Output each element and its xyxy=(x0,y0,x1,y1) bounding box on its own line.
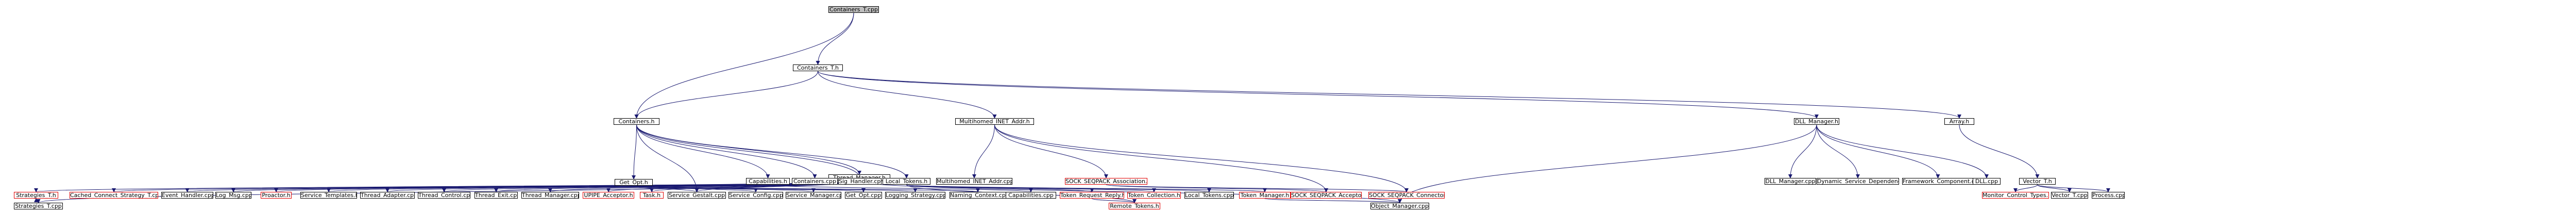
graph-node[interactable]: Naming_Context.cpp xyxy=(950,192,1006,199)
graph-node[interactable]: DLL_Manager.cpp xyxy=(1765,178,1816,185)
graph-node[interactable]: UPIPE_Acceptor.h xyxy=(583,192,634,199)
edge-n2-n11 xyxy=(636,124,909,178)
graph-node[interactable]: Cached_Connect_Strategy_T.cpp xyxy=(70,192,158,199)
edge-n18-n44 xyxy=(2013,184,2038,192)
graph-node[interactable]: Task.h xyxy=(640,192,664,199)
graph-node[interactable]: Containers_T.h xyxy=(793,64,843,71)
edge-n0-n2 xyxy=(634,12,854,119)
graph-node[interactable]: Log_Msg.cpp xyxy=(215,192,251,199)
edge-n1-n3 xyxy=(818,71,997,119)
edge-n4-n49 xyxy=(1398,124,1817,203)
graph-node[interactable]: Object_Manager.cpp xyxy=(1370,203,1429,209)
edge-n4-n15 xyxy=(1816,124,1860,178)
edge-n2-n10 xyxy=(636,124,862,178)
edge-n2-n7 xyxy=(632,124,637,180)
edge-n1-n2 xyxy=(634,71,818,119)
graph-node[interactable]: Capabilities.h xyxy=(746,178,790,185)
graph-node[interactable]: Remote_Tokens.h xyxy=(1109,203,1160,209)
graph-node[interactable]: Thread_Control.cpp xyxy=(418,192,470,199)
edge-n2-n9 xyxy=(636,124,817,178)
graph-node[interactable]: Framework_Component.cpp xyxy=(1902,178,1974,185)
graph-node[interactable]: Multihomed_INET_Addr.cpp xyxy=(936,178,1012,185)
edge-n3-n12 xyxy=(972,124,995,178)
graph-node[interactable]: SOCK_SEQPACK_Connector.h xyxy=(1368,192,1445,199)
graph-node[interactable]: Event_Handler.cpp xyxy=(161,192,213,199)
edge-n2-n8 xyxy=(636,124,770,178)
edge-n13-n42 xyxy=(1106,184,1328,192)
graph-node[interactable]: Thread_Adapter.cpp xyxy=(360,192,415,199)
edge-n18-n45 xyxy=(2037,184,2072,192)
graph-node[interactable]: Proactor.h xyxy=(261,192,292,199)
graph-node[interactable]: SOCK_SEQPACK_Association.h xyxy=(1065,178,1147,185)
graph-node[interactable]: Thread_Manager.cpp xyxy=(521,192,579,199)
graph-node[interactable]: SOCK_SEQPACK_Acceptor.h xyxy=(1291,192,1362,199)
graph-node[interactable]: Process.cpp xyxy=(2092,192,2125,199)
graph-node[interactable]: Strategies_T.h xyxy=(14,192,58,199)
graph-node[interactable]: Local_Tokens.cpp xyxy=(1184,192,1234,199)
edge-n2-n6 xyxy=(636,124,861,175)
graph-node[interactable]: Dynamic_Service_Dependency.cpp xyxy=(1817,178,1899,185)
graph-node[interactable]: Token_Manager.h xyxy=(1239,192,1291,199)
graph-node[interactable]: Sig_Handler.cpp xyxy=(838,178,882,185)
graph-node[interactable]: Service_Gestalt.cpp xyxy=(668,192,726,199)
edge-n3-n42 xyxy=(994,124,1328,192)
graph-node: Containers_T.cpp xyxy=(828,6,879,13)
graph-node[interactable]: Vector_T.cpp xyxy=(2051,192,2088,199)
graph-node[interactable]: Service_Config.cpp xyxy=(728,192,783,199)
graph-node[interactable]: Vector_T.h xyxy=(2019,178,2056,185)
graph-node[interactable]: Service_Manager.cpp xyxy=(786,192,841,199)
graph-node[interactable]: DLL.cpp xyxy=(1973,178,2001,185)
edge-n5-n18 xyxy=(1959,124,2040,178)
edge-n4-n16 xyxy=(1816,124,1940,178)
graph-node[interactable]: Thread_Exit.cpp xyxy=(474,192,518,199)
graph-node[interactable]: DLL_Manager.h xyxy=(1794,118,1839,125)
edge-n47-n19 xyxy=(34,198,39,203)
edge-n4-n14 xyxy=(1788,124,1817,178)
edge-n7-n31 xyxy=(633,185,699,192)
graph-node[interactable]: Local_Tokens.h xyxy=(883,178,930,185)
graph-node[interactable]: Service_Templates.h xyxy=(300,192,357,199)
edge-n3-n13 xyxy=(994,124,1108,178)
edge-n1-n5 xyxy=(818,71,1961,119)
graph-node[interactable]: Monitor_Control_Types.h xyxy=(1982,192,2049,199)
graph-node[interactable]: Get_Opt.cpp xyxy=(845,192,882,199)
graph-node[interactable]: Strategies_T.cpp xyxy=(14,203,63,209)
edge-n2-n31 xyxy=(636,124,699,192)
edge-n8-n37 xyxy=(768,184,1033,192)
graph-node[interactable]: Containers.cpp xyxy=(792,178,838,185)
edge-n41-n49 xyxy=(1264,198,1402,203)
graph-node[interactable]: Array.h xyxy=(1944,118,1974,125)
graph-node[interactable]: Logging_Strategy.cpp xyxy=(885,192,945,199)
graph-node[interactable]: Containers.h xyxy=(614,118,659,125)
edge-n11-n41 xyxy=(906,184,1267,192)
edge-n13-n43 xyxy=(1106,184,1409,192)
graph-node[interactable]: Token_Request_Reply.h xyxy=(1060,192,1124,199)
graph-node[interactable]: Multihomed_INET_Addr.h xyxy=(955,118,1034,125)
edge-n3-n43 xyxy=(994,124,1409,192)
graph-node[interactable]: Token_Collection.h xyxy=(1127,192,1181,199)
graph-node[interactable]: Get_Opt.h xyxy=(615,179,653,186)
edge-n18-n46 xyxy=(2037,184,2110,192)
edge-n0-n1 xyxy=(816,12,854,65)
edge-n4-n17 xyxy=(1816,124,1989,178)
edge-n38-n48 xyxy=(1092,198,1137,203)
edge-n1-n4 xyxy=(818,71,1819,119)
graph-node[interactable]: Capabilities.cpp xyxy=(1006,192,1056,199)
